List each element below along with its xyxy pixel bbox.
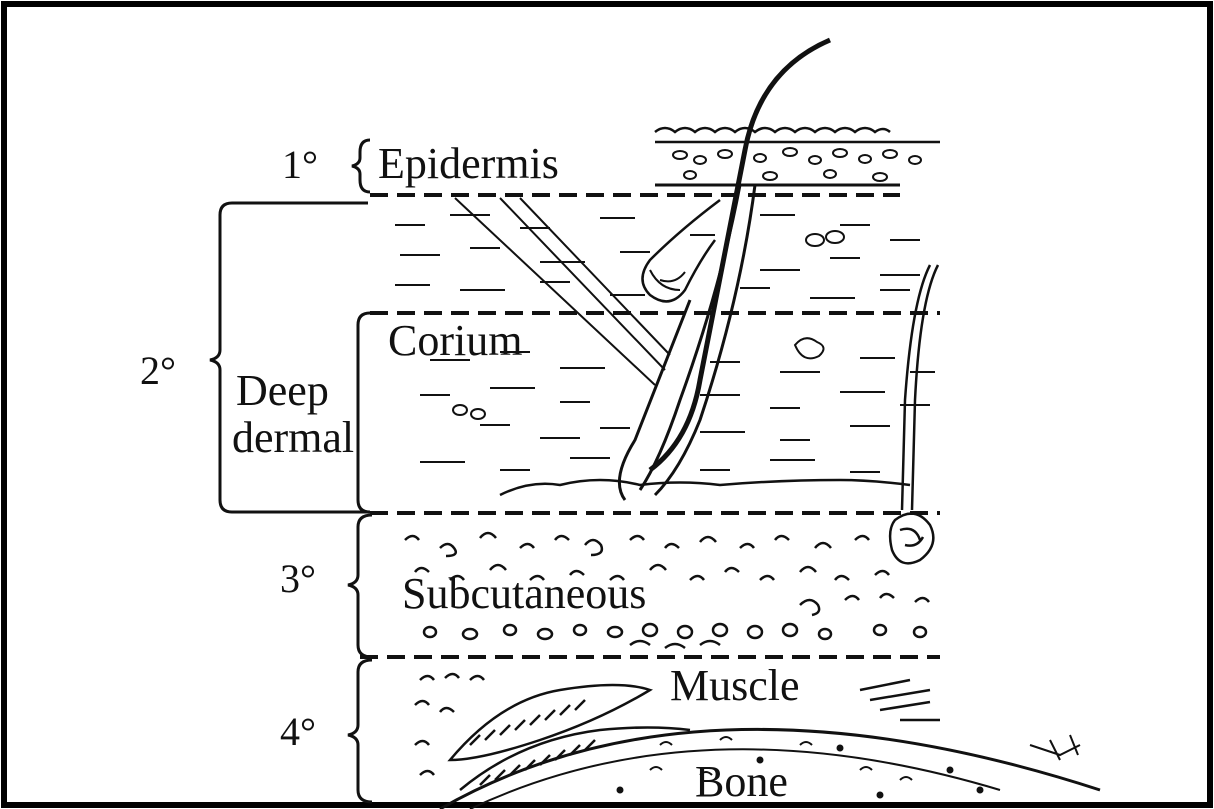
first-degree-label: 1° — [282, 142, 318, 187]
degree-brackets — [210, 140, 372, 802]
deep-label: Deep — [236, 366, 329, 415]
second-degree-label: 2° — [140, 348, 176, 393]
subcutaneous-texture — [405, 480, 929, 648]
third-degree-brace — [348, 515, 372, 657]
bone-label: Bone — [695, 757, 788, 806]
epidermis-surface — [655, 128, 890, 132]
fourth-degree-brace — [348, 660, 372, 802]
corium-label: Corium — [388, 316, 522, 365]
epidermis-cells — [673, 148, 921, 181]
subcutaneous-label: Subcutaneous — [402, 569, 646, 618]
corium-bracket — [358, 313, 370, 512]
labels: 1° 2° 3° 4° Epidermis Corium Deep dermal… — [140, 139, 800, 806]
first-degree-brace — [352, 140, 370, 192]
epidermis-label: Epidermis — [378, 139, 559, 188]
third-degree-label: 3° — [280, 556, 316, 601]
second-degree-bracket — [210, 203, 370, 512]
fourth-degree-label: 4° — [280, 709, 316, 754]
nerve-fiber — [890, 265, 938, 563]
muscle-label: Muscle — [670, 661, 800, 710]
dermal-label: dermal — [232, 413, 354, 462]
